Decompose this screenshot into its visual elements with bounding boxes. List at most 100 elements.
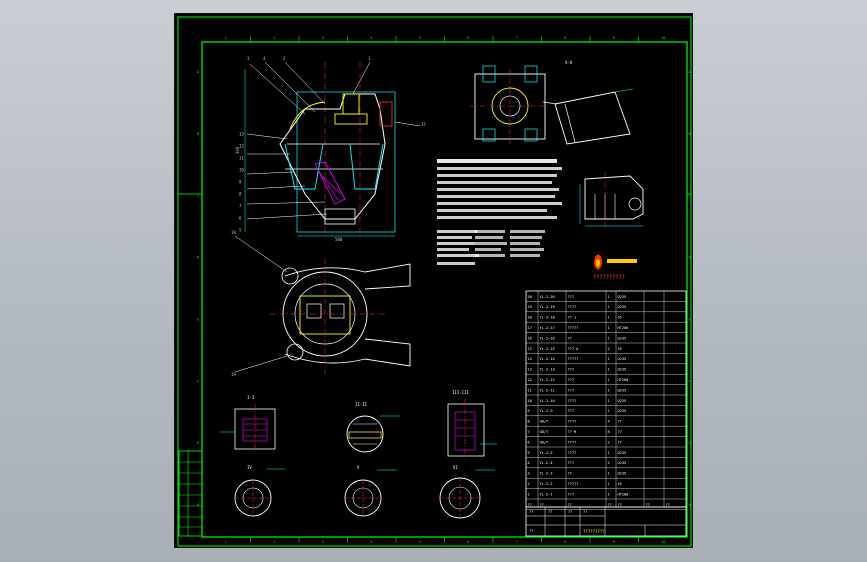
zone-bottom-6: 6 [467,540,469,544]
zone-top-2: 2 [273,36,275,40]
bom-cell: 4 [608,420,610,424]
drawing-title: ????????? [583,529,605,534]
bom-cell: 1 [608,295,610,299]
bom-cell: 17 [528,326,532,330]
section-view-1 [220,404,276,454]
bom-cell: ???? [568,451,577,455]
zone-left-E: E [197,317,199,321]
balloon-13: 13 [239,132,244,137]
zone-left-H: H [197,503,199,507]
bom-cell: 1 [608,399,610,403]
zone-right-H: H [689,503,691,507]
zone-left-A: A [197,70,200,74]
bom-cell: ???? [568,305,577,309]
bom-cell: ??? [568,295,575,299]
bom-cell: 1 [608,472,610,476]
bom-cell: Q235 [618,461,627,465]
zone-bottom-9: 9 [613,540,615,544]
view-label-bottom-3: VI [453,465,458,470]
zone-left-C: C [197,194,199,198]
bom-cell: 15 [528,347,532,351]
bom-cell: GB/T [540,420,549,424]
balloon-7: 7 [239,204,242,209]
bom-cell: Q235 [618,305,627,309]
bom-cell: 9 [528,409,530,413]
bom-cell: 2 [608,347,610,351]
bom-cell: 45 [618,482,622,486]
company-logo: ?????????? [593,254,637,281]
bom-header-cell: ?? [666,503,670,507]
bom-cell: ??? [568,368,575,372]
tech-notes [437,159,562,265]
balloon-8: 8 [239,192,242,197]
bom-header-cell: ?? [618,503,622,507]
bom-cell: HT200 [618,492,629,496]
zone-right-B: B [689,132,691,136]
zone-top-10: 10 [661,36,665,40]
bottom-view-1 [234,468,285,517]
zone-top-4: 4 [370,36,372,40]
bom-cell: YL-2-11 [540,388,555,392]
bom-cell: Q235 [618,357,627,361]
dim-width-main: 500 [335,237,343,242]
bom-cell: GB/T [540,430,549,434]
bom-cell: Q235 [618,409,627,413]
bom-cell: 5 [528,451,530,455]
balloon-4: 4 [263,56,266,61]
bom-cell: 8 [608,430,610,434]
zone-top-5: 5 [419,36,421,40]
bom-cell: YL-2-15 [540,347,555,351]
bom-cell: Q235 [618,399,627,403]
bom-cell: YL-2-18 [540,316,555,320]
bom-cell: ??? [568,378,575,382]
bom-cell: 12 [528,378,532,382]
zone-right-G: G [689,441,691,445]
zone-bottom-4: 4 [370,540,372,544]
bom-cell: 2 [608,440,610,444]
title-label-3: ?? [568,510,572,514]
balloon-11: 11 [239,156,244,161]
bom-cell: 6 [528,440,530,444]
bom-cell: YL-2-13 [540,368,555,372]
ref-number-18: 18 [231,230,236,235]
zone-right-F: F [689,379,691,383]
bom-cell: 18 [528,316,532,320]
bom-cell: ????? [568,357,579,361]
bom-cell: ?? [618,440,622,444]
bom-cell: 16 [528,336,532,340]
bottom-view-2 [344,469,397,517]
bom-cell: 1 [608,316,610,320]
view-label-section-2: II-II [355,402,368,407]
bom-header-cell: ?? [540,503,544,507]
balloon-3: 3 [247,56,250,61]
zone-top-3: 3 [322,36,324,40]
bom-cell: 1 [608,305,610,309]
zone-top-6: 6 [467,36,469,40]
bom-cell: YL-2-1 [540,492,553,496]
detail-view-right [579,172,644,229]
main-front-view [244,61,421,239]
bom-cell: 1 [608,368,610,372]
bom-table [525,290,687,510]
bom-cell: ???? [568,399,577,403]
balloon-9: 9 [239,180,242,185]
bom-cell: ????? [568,482,579,486]
bom-cell: YL-2-2 [540,482,553,486]
ref-number-17: 17 [421,122,426,127]
view-label-bottom-2: V [357,465,360,470]
bom-cell: Q235 [618,336,627,340]
bom-header-cell: ?? [608,503,612,507]
bom-cell: YL-2-16 [540,336,555,340]
balloon-2: 2 [283,56,286,61]
zone-left-B: B [197,132,199,136]
bom-cell: ??? [568,388,575,392]
bom-cell: YL-2-5 [540,451,553,455]
zone-right-D: D [689,256,691,260]
title-label-1: ?? [529,510,533,514]
dim-height-main: 300 [235,146,240,154]
bom-cell: 13 [528,368,532,372]
